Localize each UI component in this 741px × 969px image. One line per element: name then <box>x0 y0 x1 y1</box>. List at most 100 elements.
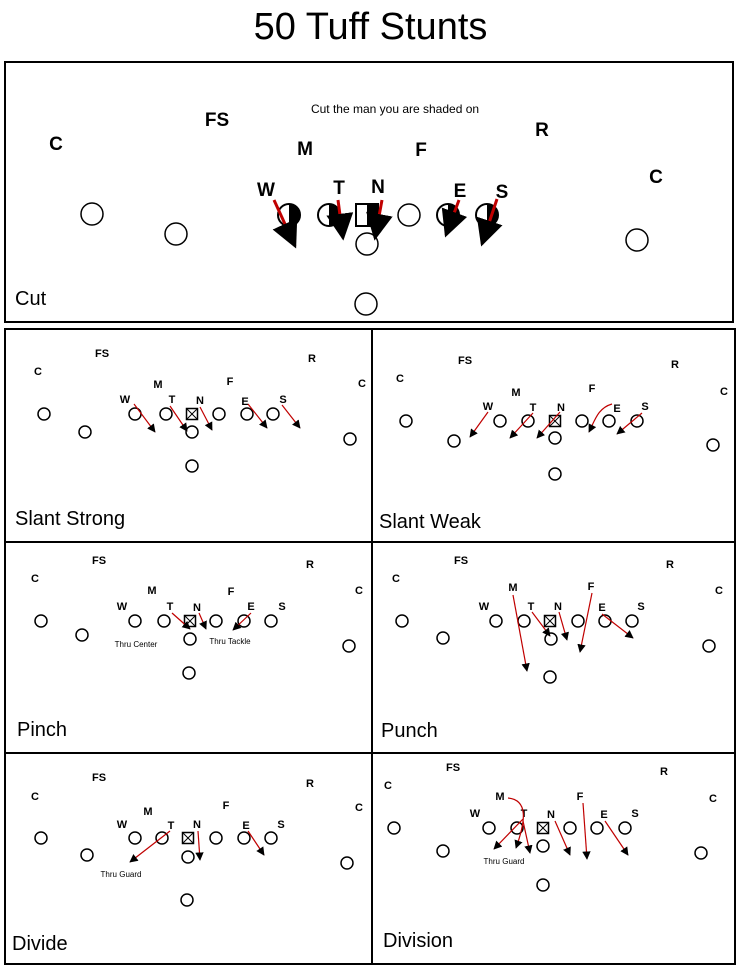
offense-receiver <box>625 228 649 252</box>
cut-arrow-w <box>272 199 298 249</box>
punch-quarterback <box>544 632 558 646</box>
slant-weak-running-back <box>548 467 562 481</box>
slant-weak-lineman <box>575 414 589 428</box>
division-center-x2 <box>537 822 549 834</box>
slant-strong-lineman <box>240 407 254 421</box>
divide-receiver <box>340 856 354 870</box>
pinch-lineman <box>157 614 171 628</box>
defender-w: W <box>257 180 275 201</box>
division-defender-c: C <box>709 793 717 805</box>
punch-lineman <box>489 614 503 628</box>
cut-arrow-e <box>441 199 468 238</box>
divide-defender-c: C <box>355 802 363 814</box>
punch-arrow-m <box>512 594 530 672</box>
division-lineman <box>482 821 496 835</box>
slant-strong-lineman <box>212 407 226 421</box>
pinch-defender-f: F <box>228 586 235 598</box>
pinch-arrow-t <box>171 612 191 630</box>
division-defender-w: W <box>470 808 481 820</box>
page-title: 50 Tuff Stunts <box>253 6 488 48</box>
pinch-defender-c: C <box>31 573 39 585</box>
punch-defender-c: C <box>715 585 723 597</box>
divide-lineman <box>209 831 223 845</box>
slant-weak-defender-c: C <box>396 373 404 385</box>
division-defender-r: R <box>660 766 668 778</box>
division-defender-s: S <box>631 808 638 820</box>
pinch-note-tackle: Thru Tackle <box>209 637 251 646</box>
slant-weak-defender-n: N <box>557 402 565 414</box>
pinch-quarterback <box>183 632 197 646</box>
offense-running-back <box>354 292 378 316</box>
division-arrow-m <box>507 797 524 849</box>
slant-weak-arrow-n <box>536 411 561 439</box>
defender-e: E <box>454 181 467 202</box>
punch-receiver <box>702 639 716 653</box>
pinch-lineman <box>264 614 278 628</box>
punch-arrow-n <box>558 611 569 641</box>
punch-tight-end <box>436 631 450 645</box>
divide-tight-end <box>80 848 94 862</box>
division-arrow-f <box>582 802 591 860</box>
slant-strong-lineman <box>128 407 142 421</box>
slant-strong-defender-fs: FS <box>95 348 109 360</box>
slant-weak-tight-end <box>447 434 461 448</box>
slant-weak-receiver <box>399 414 413 428</box>
offense-receiver <box>80 202 104 226</box>
defender-fs: FS <box>205 110 229 131</box>
punch-defender-e: E <box>598 602 605 614</box>
division-lineman <box>618 821 632 835</box>
slant-strong-arrow-w <box>133 403 156 433</box>
slant-weak-label: Slant Weak <box>379 511 482 533</box>
cut-arrow-n <box>366 199 393 241</box>
division-lineman <box>590 821 604 835</box>
slant-strong-lineman <box>266 407 280 421</box>
divide-lineman <box>264 831 278 845</box>
slant-strong-arrow-s <box>281 404 301 429</box>
defender-s: S <box>496 182 509 203</box>
divide-defender-t: T <box>168 820 175 832</box>
pinch-receiver <box>34 614 48 628</box>
divide-lineman <box>128 831 142 845</box>
division-defender-n: N <box>547 809 555 821</box>
cut-arrow-t <box>326 199 354 241</box>
cut-arrow-s <box>476 198 503 247</box>
division-note-guard: Thru Guard <box>484 857 525 866</box>
pinch-defender-r: R <box>306 559 314 571</box>
pinch-arrow-n <box>198 612 207 630</box>
division-receiver <box>387 821 401 835</box>
division-arrow-e <box>604 820 629 856</box>
divide-defender-m: M <box>143 806 152 818</box>
punch-defender-s: S <box>637 601 644 613</box>
offense-lineman <box>317 203 341 227</box>
slant-weak-defender-t: T <box>530 402 537 414</box>
punch-arrow-e <box>601 613 634 639</box>
pinch-defender-c: C <box>355 585 363 597</box>
divide-lineman <box>237 831 251 845</box>
pinch-defender-n: N <box>193 602 201 614</box>
divide-defender-e: E <box>242 820 249 832</box>
punch-label: Punch <box>381 720 438 742</box>
pinch-receiver <box>342 639 356 653</box>
divide-arrow-e <box>247 830 265 856</box>
punch-running-back <box>543 670 557 684</box>
defender-c: C <box>649 167 663 188</box>
defender-r: R <box>535 120 549 141</box>
slant-strong-tight-end <box>78 425 92 439</box>
punch-lineman <box>571 614 585 628</box>
slant-strong-arrow-n <box>199 406 213 431</box>
division-lineman <box>510 821 524 835</box>
divide-defender-f: F <box>223 800 230 812</box>
slant-strong-defender-s: S <box>279 394 286 406</box>
slant-strong-defender-t: T <box>169 394 176 406</box>
divide-receiver <box>34 831 48 845</box>
pinch-defender-fs: FS <box>92 555 106 567</box>
pinch-lineman <box>209 614 223 628</box>
pinch-label: Pinch <box>17 719 67 741</box>
punch-arrow-t <box>531 611 551 637</box>
pinch-tight-end <box>75 628 89 642</box>
slant-strong-running-back <box>185 459 199 473</box>
slant-strong-defender-e: E <box>241 396 248 408</box>
divide-note-guard: Thru Guard <box>101 870 142 879</box>
divide-defender-n: N <box>193 819 201 831</box>
punch-defender-n: N <box>554 601 562 613</box>
